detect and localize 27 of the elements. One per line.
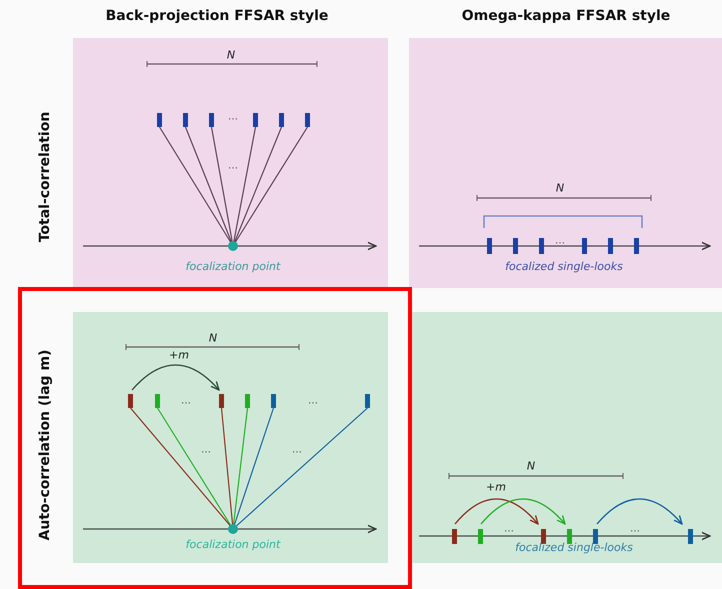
ellipsis-mark: … bbox=[504, 524, 514, 534]
column-header: Omega-kappa FFSAR style bbox=[462, 8, 670, 24]
ellipsis-mark: … bbox=[292, 444, 302, 456]
ellipsis-mark: … bbox=[201, 444, 211, 456]
symbol-label: N bbox=[526, 460, 536, 472]
ellipsis-mark: … bbox=[308, 396, 318, 406]
diagram-panel bbox=[409, 312, 722, 563]
column-header: Back-projection FFSAR style bbox=[106, 8, 328, 24]
ellipsis-mark: … bbox=[228, 112, 238, 122]
diagram-panel bbox=[73, 38, 388, 288]
symbol-label: +m bbox=[169, 348, 189, 362]
point-caption: focalization point bbox=[186, 538, 280, 551]
row-header: Total-correlation bbox=[37, 112, 53, 242]
ellipsis-mark: … bbox=[228, 160, 238, 172]
symbol-label: +m bbox=[486, 480, 506, 494]
point-caption: focalized single-looks bbox=[515, 541, 633, 554]
diagram-panel bbox=[73, 312, 388, 563]
symbol-label: N bbox=[208, 332, 218, 344]
ellipsis-mark: … bbox=[181, 396, 191, 406]
symbol-label: N bbox=[226, 48, 236, 62]
ellipsis-mark: … bbox=[555, 236, 565, 246]
diagram-panel bbox=[409, 38, 722, 288]
point-caption: focalized single-looks bbox=[505, 260, 623, 273]
row-header: Auto-correlation (lag m) bbox=[37, 350, 53, 540]
ellipsis-mark: … bbox=[630, 524, 640, 534]
symbol-label: N bbox=[556, 182, 564, 194]
point-caption: focalization point bbox=[186, 260, 280, 273]
